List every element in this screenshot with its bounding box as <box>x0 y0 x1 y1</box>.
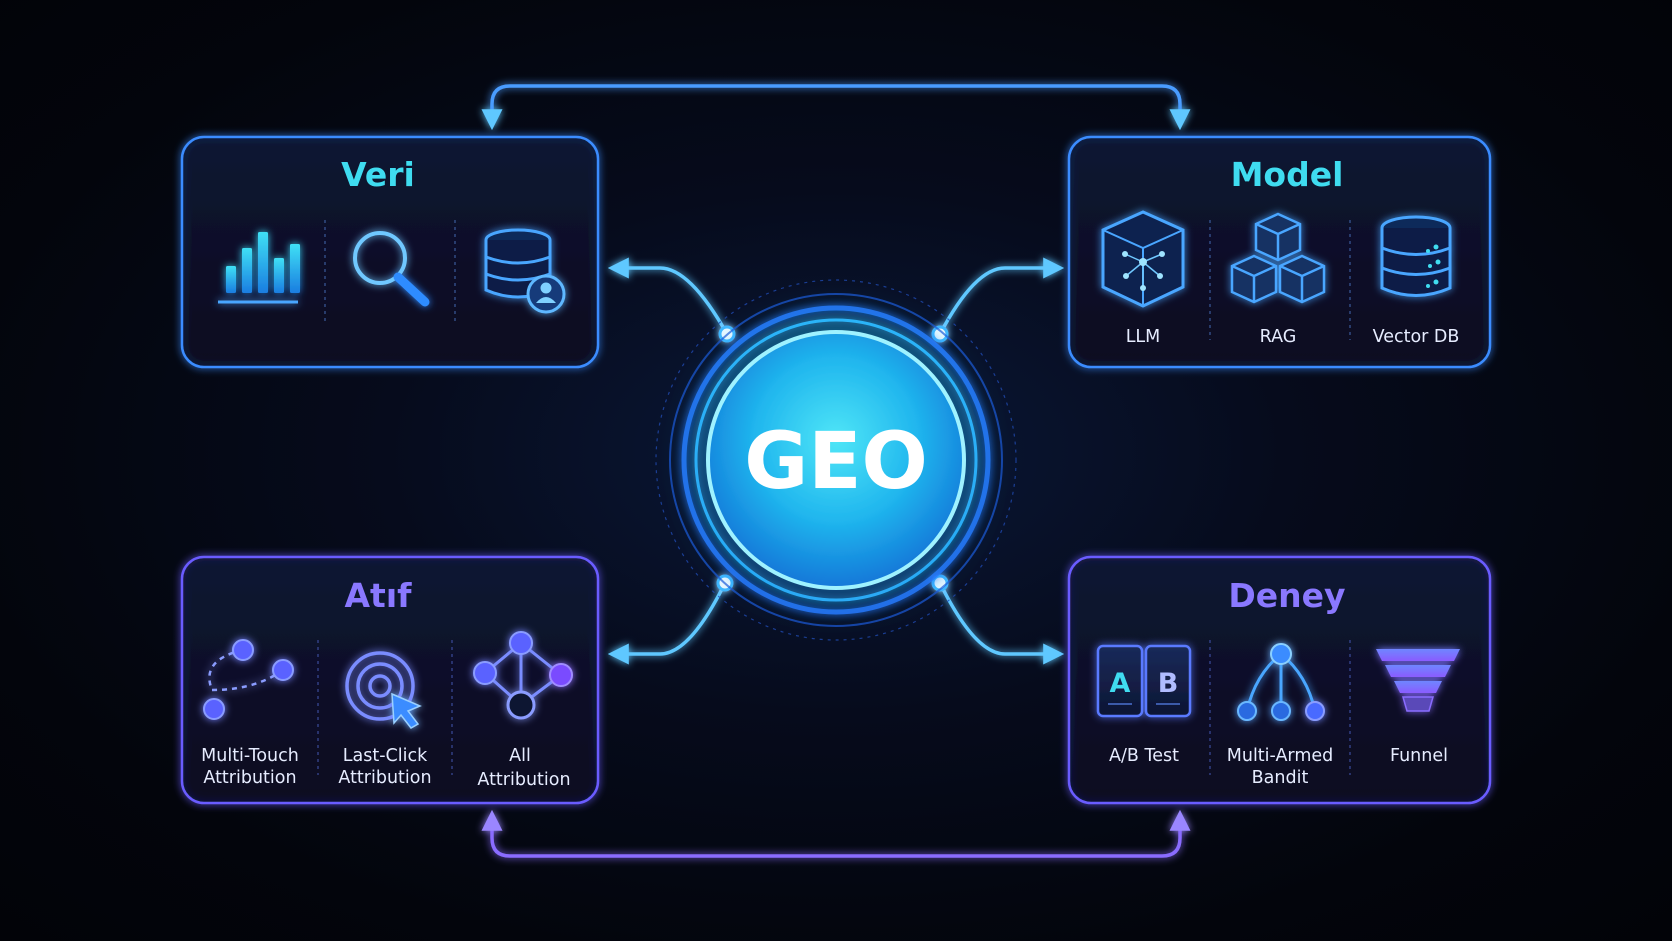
item-label-vector-db: Vector DB <box>1373 327 1460 347</box>
panel-title-veri: Veri <box>341 155 415 194</box>
geo-hub: GEO <box>655 279 1017 641</box>
geo-to-atif-connector <box>607 582 727 665</box>
vector-database-icon <box>1380 215 1452 297</box>
item-label-all-2: Attribution <box>477 770 570 790</box>
bottom-loop-connector <box>481 809 1191 858</box>
geo-to-model-connector <box>938 257 1065 335</box>
item-label-last-click-1: Last-Click <box>343 746 428 766</box>
panel-title-atif: Atıf <box>345 576 413 615</box>
path-nodes-icon <box>203 639 294 720</box>
network-graph-icon <box>473 631 573 720</box>
item-label-multi-armed-2: Bandit <box>1252 768 1309 788</box>
ab-cards-icon: A B <box>1096 644 1192 718</box>
geo-to-deney-connector <box>938 582 1065 665</box>
magnifier-icon <box>353 231 430 307</box>
geo-label: GEO <box>744 417 928 507</box>
item-label-all-1: All <box>509 746 531 766</box>
item-label-llm: LLM <box>1126 327 1161 347</box>
panel-deney: Deney A B A/B Test Multi-Armed Bandit <box>1067 555 1492 805</box>
item-label-multi-armed-1: Multi-Armed <box>1227 746 1334 766</box>
geo-to-veri-connector <box>607 257 729 335</box>
panel-model: Model LLM <box>1067 135 1492 369</box>
panel-veri: Veri <box>180 135 600 369</box>
item-label-multi-touch-2: Attribution <box>203 768 296 788</box>
tree-branches-icon <box>1237 643 1325 721</box>
card-b-letter: B <box>1158 668 1179 699</box>
item-label-ab-test: A/B Test <box>1109 746 1179 766</box>
item-label-multi-touch-1: Multi-Touch <box>201 746 299 766</box>
panel-atif: Atıf Multi-Touch Attribution Last-Click … <box>180 555 600 805</box>
database-user-icon <box>484 228 566 314</box>
bar-chart-icon <box>218 232 300 304</box>
funnel-icon <box>1376 649 1460 712</box>
stacked-cubes-icon <box>1230 212 1326 304</box>
panel-title-model: Model <box>1231 155 1344 194</box>
item-label-funnel: Funnel <box>1390 746 1448 766</box>
item-label-rag: RAG <box>1260 327 1297 347</box>
card-a-letter: A <box>1110 668 1131 699</box>
top-loop-connector <box>481 84 1191 131</box>
panel-title-deney: Deney <box>1228 576 1345 615</box>
neural-cube-icon <box>1101 210 1185 308</box>
item-label-last-click-2: Attribution <box>338 768 431 788</box>
target-cursor-icon <box>345 651 422 729</box>
